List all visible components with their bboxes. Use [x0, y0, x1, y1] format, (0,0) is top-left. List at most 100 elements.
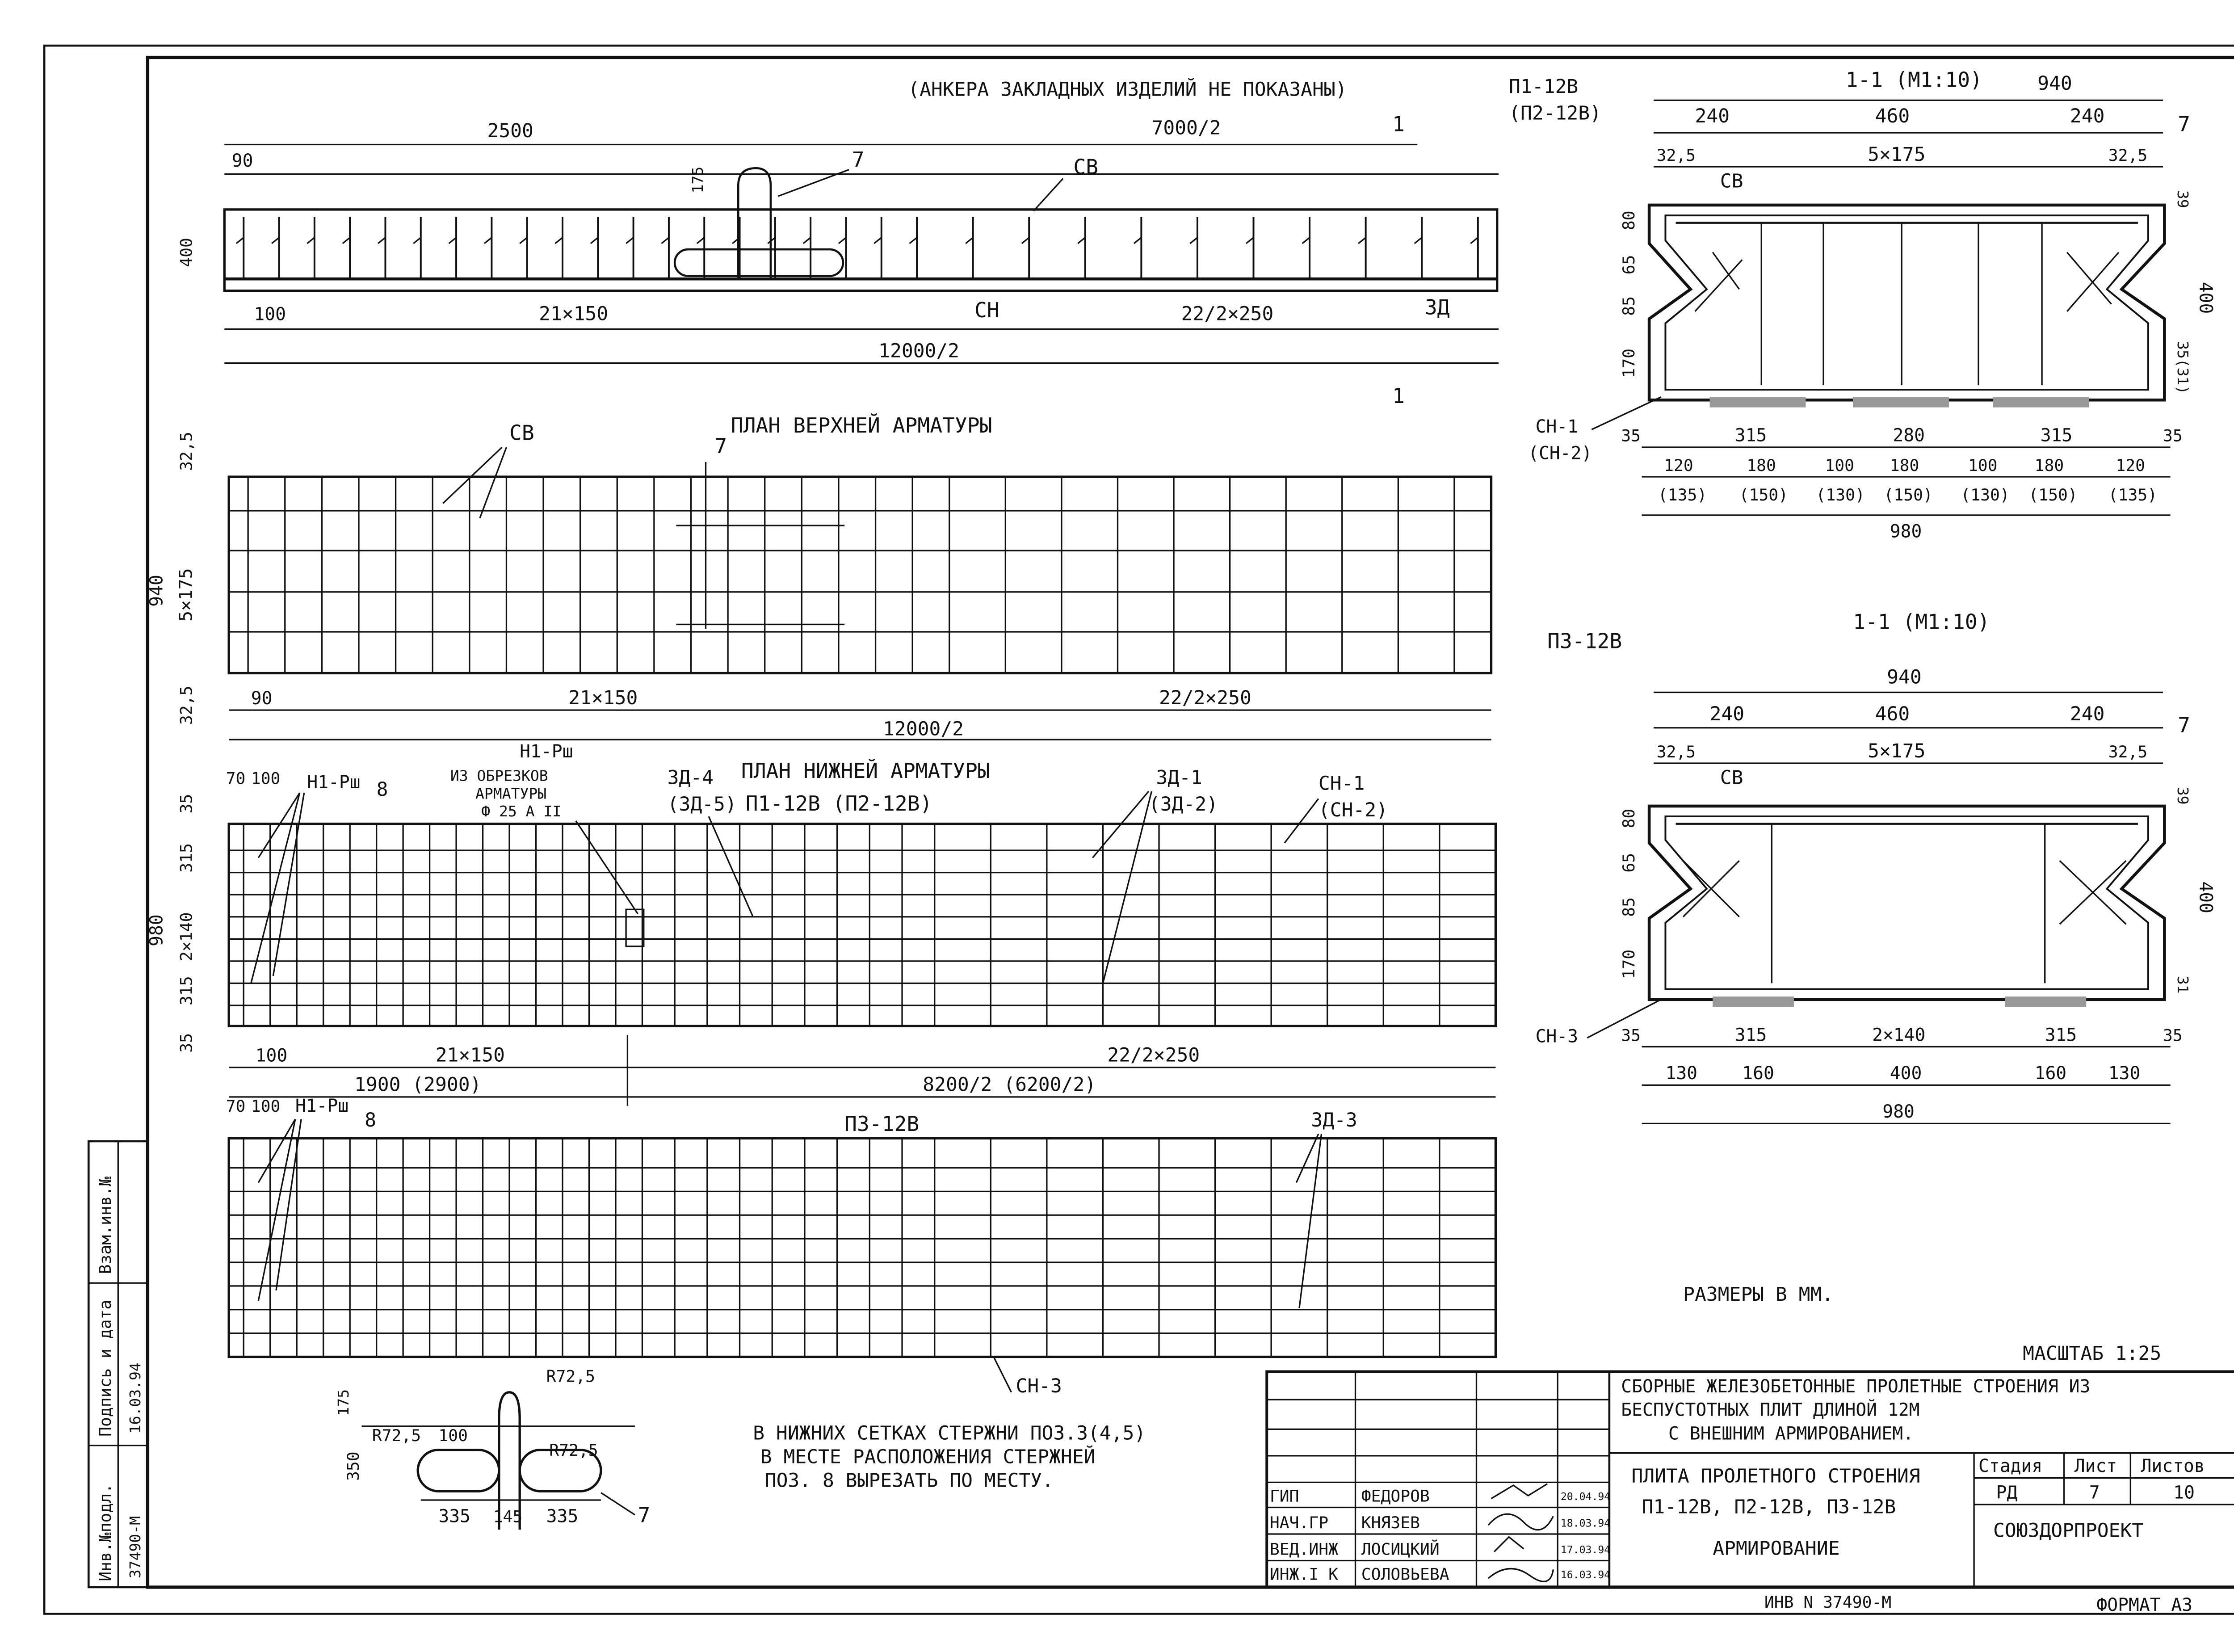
- s1-b180b: 180: [1890, 456, 1919, 475]
- s2-240a: 240: [1710, 703, 1745, 725]
- d7-175: 175: [335, 1389, 352, 1416]
- d7-r725b: R72,5: [372, 1426, 421, 1445]
- plan-bot-8200: 8200/2 (6200/2): [923, 1074, 1096, 1096]
- s1-title: 1-1 (М1:10): [1846, 68, 1982, 92]
- s2-7: 7: [2178, 713, 2190, 737]
- s2-31: 31: [2174, 976, 2192, 994]
- s1-400: 400: [2196, 282, 2216, 314]
- s2-315b: 315: [2045, 1025, 2077, 1045]
- s2-b160a: 160: [1742, 1063, 1774, 1084]
- s2-240b: 240: [2070, 703, 2105, 725]
- plan-bot-315a: 315: [177, 843, 196, 873]
- s1-p130a: (130): [1816, 485, 1865, 504]
- tb-sheet-title-3: АРМИРОВАНИЕ: [1713, 1537, 1839, 1560]
- plan-bot-35a: 35: [177, 794, 196, 814]
- dim-7000: 7000/2: [1151, 117, 1221, 139]
- stamp-podp: Подпись и дата: [96, 1300, 115, 1437]
- tb-org: СОЮЗДОРПРОЕКТ: [1993, 1520, 2143, 1542]
- s1-p135a: (135): [1658, 485, 1707, 504]
- cut-note-1: В НИЖНИХ СЕТКАХ СТЕРЖНИ ПОЗ.3(4,5): [753, 1422, 1146, 1445]
- label-cv: СВ: [1073, 155, 1098, 179]
- dim-90: 90: [232, 151, 253, 171]
- s2-b160b: 160: [2035, 1063, 2067, 1084]
- elevation-view: 2500 7000/2 1 90 175 7 СВ 400 100 21×150…: [177, 112, 1499, 408]
- tb-sheet-title-2: П1-12В, П2-12В, П3-12В: [1642, 1496, 1896, 1518]
- s2-5x175: 5×175: [1868, 740, 1925, 762]
- d7-100: 100: [438, 1426, 468, 1445]
- units-note: РАЗМЕРЫ В ММ.: [1683, 1283, 1833, 1306]
- plan-top-325b: 32,5: [177, 686, 196, 725]
- tb-project-3: С ВНЕШНИМ АРМИРОВАНИЕМ.: [1668, 1424, 1914, 1444]
- plan-bot-zd1: 3Д-1: [1156, 766, 1202, 789]
- s2-85: 85: [1619, 897, 1638, 917]
- s2-39: 39: [2174, 787, 2192, 805]
- s1-315b: 315: [2041, 425, 2073, 446]
- p3-70: 70: [226, 1097, 246, 1116]
- s2-b130a: 130: [1665, 1063, 1697, 1084]
- signature-1: [1487, 1513, 1554, 1531]
- dim-21x150: 21×150: [539, 303, 608, 325]
- section-cut-mark-2: 1: [1392, 384, 1405, 408]
- scale-note: МАСШТАБ 1:25: [2023, 1342, 2161, 1365]
- s2-170: 170: [1619, 950, 1638, 979]
- plan-bot-100b: 100: [256, 1046, 288, 1066]
- s2-b130b: 130: [2108, 1063, 2141, 1084]
- dim-175: 175: [689, 167, 706, 193]
- label-7: 7: [852, 147, 865, 172]
- tb-role-2: ВЕД.ИНЖ: [1270, 1539, 1338, 1559]
- plan-bottom-reinforcement: ПЛАН НИЖНЕЙ АРМАТУРЫ П1-12В (П2-12В) 3Д-…: [146, 741, 1497, 1106]
- s2-b400: 400: [1890, 1063, 1922, 1084]
- s1-cn1: СН-1: [1536, 416, 1578, 437]
- s2-title: 1-1 (М1:10): [1853, 610, 1990, 634]
- tb-sheet-title-1: ПЛИТА ПРОЛЕТНОГО СТРОЕНИЯ: [1631, 1465, 1920, 1487]
- tb-date-3: 16.03.94: [1561, 1569, 1610, 1581]
- p3-n1: Н1-Рш: [295, 1096, 349, 1116]
- d7-335a: 335: [438, 1506, 470, 1527]
- s1-35-31: 35(31): [2174, 341, 2192, 394]
- s2-980: 980: [1882, 1101, 1915, 1122]
- s1-5x175: 5×175: [1868, 143, 1925, 166]
- plan-bot-22x250: 22/2×250: [1107, 1044, 1200, 1067]
- plan-bot-cn2: (СН-2): [1319, 799, 1388, 821]
- dim-100: 100: [254, 304, 286, 325]
- s1-170: 170: [1619, 349, 1638, 378]
- plan-bot-100: 100: [251, 769, 281, 788]
- s1-7: 7: [2178, 112, 2190, 136]
- cut-note-3: ПОЗ. 8 ВЫРЕЗАТЬ ПО МЕСТУ.: [765, 1469, 1054, 1492]
- s1-240b: 240: [2070, 105, 2105, 127]
- tb-stage-hdr: Стадия: [1978, 1456, 2042, 1476]
- s2-325b: 32,5: [2108, 742, 2148, 761]
- plan-bot-1900: 1900 (2900): [354, 1074, 481, 1096]
- s2-315a: 315: [1735, 1025, 1767, 1045]
- stamp-date: 16.03.94: [126, 1362, 144, 1433]
- d7-label: 7: [638, 1503, 651, 1527]
- s2-35b: 35: [2163, 1026, 2183, 1045]
- plan-top-reinforcement: ПЛАН ВЕРХНЕЙ АРМАТУРЫ СВ 7 32,5 940 5×17…: [146, 413, 1493, 740]
- tb-name-0: ФЕДОРОВ: [1361, 1486, 1430, 1505]
- s2-35a: 35: [1621, 1026, 1641, 1045]
- s1-p130b: (130): [1961, 485, 2009, 504]
- plan-bot-315b: 315: [177, 976, 196, 1005]
- plan-bot-zd2: (3Д-2): [1149, 793, 1218, 815]
- plan-top-cv: СВ: [509, 420, 534, 445]
- stamp-inv-podl: Инв.№подл.: [96, 1484, 115, 1581]
- dim-2500: 2500: [487, 120, 533, 142]
- tb-role-3: ИНЖ.I К: [1270, 1564, 1338, 1584]
- scrap-line-1: ИЗ ОБРЕЗКОВ: [450, 767, 548, 785]
- s1-85: 85: [1619, 296, 1638, 316]
- s1-b180c: 180: [2035, 456, 2064, 475]
- s1-980: 980: [1890, 521, 1922, 542]
- tb-role-1: НАЧ.ГР: [1270, 1513, 1328, 1532]
- scrap-line-3: Ф 25 А II: [481, 803, 561, 820]
- s2-cv: СВ: [1720, 766, 1743, 789]
- s1-325a: 32,5: [1657, 146, 1696, 165]
- tb-role-0: ГИП: [1270, 1486, 1299, 1505]
- plan-top-7: 7: [714, 434, 727, 458]
- inner-frame: [146, 55, 2234, 1589]
- label-p2: (П2-12В): [1509, 102, 1601, 124]
- p3-zd3: 3Д-3: [1311, 1109, 1357, 1131]
- p3-title: П3-12В: [844, 1112, 919, 1136]
- s1-39: 39: [2174, 190, 2192, 208]
- dim-22x250: 22/2×250: [1181, 303, 1274, 325]
